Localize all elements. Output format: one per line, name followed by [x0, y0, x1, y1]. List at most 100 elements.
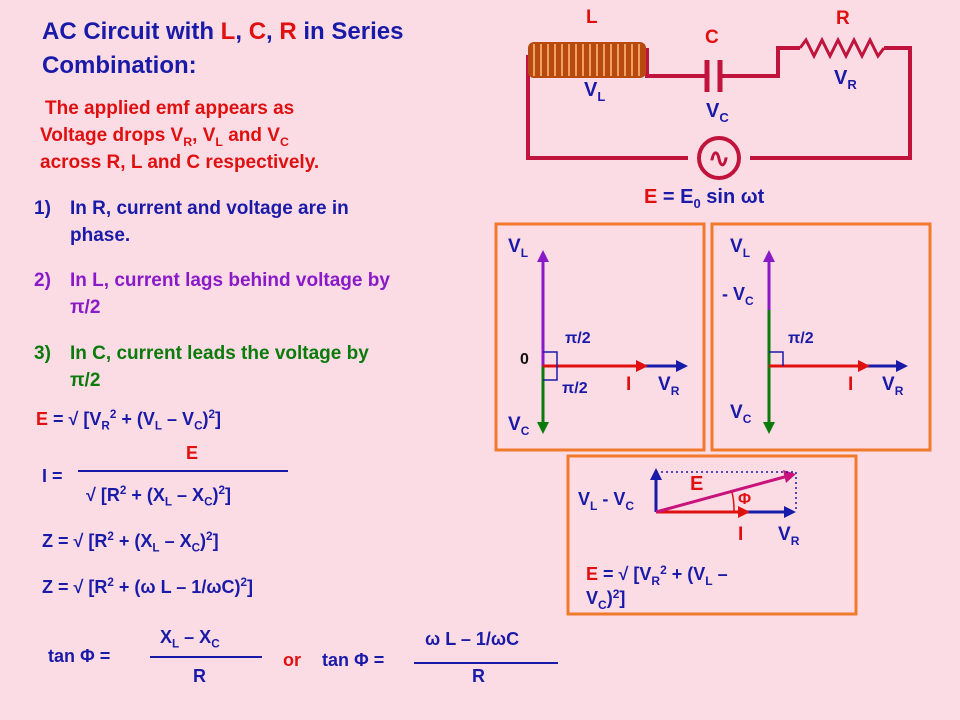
vl-arrowhead [537, 250, 549, 262]
right-angle-marker [543, 351, 558, 366]
phasor-diagram-3: VL - VC E Φ I VR E = √ [VR2 + (VL – VC)2… [578, 468, 800, 612]
intro-sub: C [279, 134, 289, 149]
fraction-bar [414, 662, 558, 664]
eq-sup: 2 [109, 408, 117, 421]
current-arrowhead [636, 360, 648, 372]
phasor1-VR: VR [658, 374, 680, 398]
label-C: C [705, 27, 719, 48]
point-number: 1) [34, 198, 51, 219]
title-R: R [279, 18, 297, 45]
fraction-bar [78, 470, 288, 472]
current-denominator: √ [R2 + (XL – XC)2] [86, 484, 231, 509]
eq-text: Z = √ [R [42, 577, 108, 597]
resistor-zigzag [798, 36, 886, 60]
phasor2-VL: VL [730, 236, 750, 260]
right-angle-marker [543, 366, 558, 381]
intro-text: Voltage drops V [40, 125, 184, 146]
eq-text: ) [212, 485, 219, 505]
page-title: AC Circuit with L, C, R in Series [42, 16, 403, 48]
title-L: L [220, 18, 236, 45]
point-2-line1: In L, current lags behind voltage by [70, 270, 390, 291]
phasor2-I: I [848, 374, 853, 395]
phasor3-equation-line1: E = √ [VR2 + (VL – [586, 563, 728, 588]
phasor-frame-1 [494, 222, 706, 452]
eq-text: – X [179, 627, 212, 647]
eq-text: + (X [113, 531, 153, 551]
ac-source-icon [697, 136, 741, 180]
phasor1-angle-bottom: π/2 [562, 380, 588, 397]
phasor3-phi: Φ [738, 491, 751, 508]
phasor3-I: I [738, 524, 743, 545]
point-1-line2: phase. [70, 225, 131, 246]
eq-text: = √ [V [48, 409, 102, 429]
intro-line3: across R, L and C respectively. [40, 152, 320, 173]
intro-line1: The applied emf appears as [45, 98, 295, 119]
point-number: 3) [34, 343, 51, 364]
current-arrowhead [738, 506, 750, 518]
right-angle-marker [769, 351, 784, 366]
eq-sub: C [191, 541, 201, 555]
vr-arrowhead [896, 360, 908, 372]
phasor-diagram-2: VL - VC VC π/2 I VR [722, 236, 908, 434]
eq-text: ) [200, 531, 207, 551]
eq-text: – X [172, 485, 205, 505]
vl-arrowhead [763, 250, 775, 262]
eq-sup: 2 [240, 576, 248, 589]
fraction-bar [150, 656, 262, 658]
eq-sup: 2 [107, 530, 114, 543]
eq-sub: L [152, 541, 160, 555]
title-comma: , [235, 18, 249, 45]
eq-sup: 2 [206, 530, 213, 543]
point-1-line1: In R, current and voltage are in [70, 198, 349, 219]
phasor3-VL-VC: VL - VC [578, 489, 634, 513]
phasor1-origin: 0 [520, 351, 529, 368]
point-2-line2: π/2 [70, 297, 101, 318]
tan2-denominator: R [472, 666, 485, 686]
eq-sub: L [154, 419, 163, 433]
inductor-coil [528, 42, 646, 78]
tan1-numerator: XL – XC [160, 627, 220, 651]
eq-sup: 2 [107, 576, 114, 589]
eq-sub: R [101, 419, 110, 433]
eq-E: E [36, 409, 49, 429]
point-3-line2: π/2 [70, 370, 101, 391]
circuit-wires [526, 46, 912, 160]
eq-text: ] [225, 485, 232, 505]
capacitor-symbol [704, 60, 723, 92]
phasor-diagram-1: VL VC 0 π/2 π/2 I VR [508, 236, 688, 438]
current-label: I = [42, 466, 63, 486]
current-arrowhead [858, 360, 870, 372]
eq-sup: 2 [119, 484, 127, 497]
phasor1-VL: VL [508, 236, 528, 260]
tan1-label: tan Φ = [48, 646, 111, 666]
page-title-line2: Combination: [42, 52, 197, 79]
eq-text: – X [159, 531, 192, 551]
intro-sub: L [215, 134, 223, 149]
phasor3-E: E [690, 473, 703, 495]
eq-text: Z = √ [R [42, 531, 108, 551]
phasor3-equation-line2: VC)2] [586, 587, 625, 612]
intro-line2: Voltage drops VR, VL and VC [40, 123, 289, 155]
wire-inductor-capacitor [645, 48, 705, 78]
eq-sub: L [164, 495, 173, 509]
phasor1-angle-top: π/2 [565, 330, 591, 347]
intro-text: , V [192, 125, 216, 146]
label-L: L [586, 7, 598, 28]
vr-arrowhead [676, 360, 688, 372]
inductor-body [528, 42, 646, 78]
emf-source-equation: E = E0 sin ωt [644, 186, 765, 211]
phasor2-negVC: - VC [722, 284, 754, 308]
eq-sup: 2 [218, 484, 226, 497]
point-3-line1: In C, current leads the voltage by [70, 343, 369, 364]
intro-text: and V [222, 125, 280, 146]
phasor2-VR: VR [882, 374, 904, 398]
label-VC: VC [706, 100, 729, 125]
phasor-frame-2 [710, 222, 932, 452]
eq-text: ] [247, 577, 254, 597]
or-text: or [283, 650, 301, 670]
tan1-denominator: R [193, 666, 206, 686]
eq-text: + (X [126, 485, 165, 505]
eq-text: – V [162, 409, 195, 429]
eq-text: X [160, 627, 173, 647]
